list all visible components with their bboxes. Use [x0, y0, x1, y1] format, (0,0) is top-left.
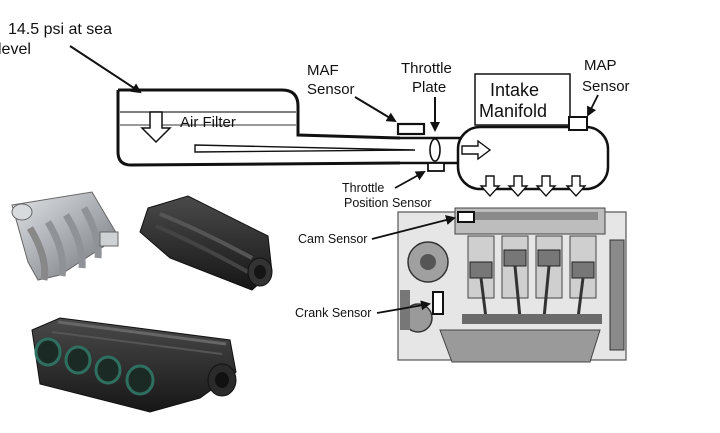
runner-arrow-3 — [535, 175, 557, 198]
air-box-outline — [116, 88, 401, 167]
cam-sensor-arrow — [371, 215, 456, 240]
throttle-plate-label-line2: Plate — [412, 79, 446, 96]
flywheel — [609, 239, 625, 351]
engine-cutaway — [397, 207, 627, 363]
black-composite-intake-manifold-photo — [139, 195, 273, 291]
piston-1 — [469, 261, 493, 279]
cam-sensor — [457, 211, 475, 223]
black-runner-intake-manifold-photo — [31, 317, 237, 413]
tps-label-line2: Position Sensor — [344, 196, 432, 210]
aluminum-intake-manifold-photo — [11, 191, 119, 281]
intake-manifold-label-line2: Manifold — [479, 101, 547, 121]
map-label-line2: Sensor — [582, 78, 630, 95]
piston-3 — [537, 249, 561, 267]
piston-2 — [503, 249, 527, 267]
runner-arrows — [479, 175, 587, 198]
intake-manifold-label-line1: Intake — [490, 80, 539, 100]
throttle-plate-label-line1: Throttle — [401, 60, 452, 77]
tps-arrow — [394, 171, 426, 189]
air-filter-label: Air Filter — [180, 114, 236, 131]
maf-label-line2: Sensor — [307, 81, 355, 98]
piston-4 — [571, 261, 595, 279]
crank-sensor-label: Crank Sensor — [295, 306, 371, 320]
crankshaft — [462, 314, 602, 324]
map-sensor — [568, 116, 588, 131]
crank-sensor-arrow — [376, 300, 431, 314]
air-filter-down-arrow — [140, 111, 172, 144]
oil-pan — [439, 329, 601, 363]
maf-arrow — [354, 96, 397, 123]
pressure-arrow — [69, 45, 142, 94]
plenum-flow-arrow — [461, 139, 492, 161]
map-arrow — [587, 94, 599, 117]
intake-manifold-label-box — [474, 73, 571, 126]
tps-label-line1: Throttle — [342, 181, 384, 195]
intake-manifold-plenum — [456, 125, 610, 191]
maf-sensor — [396, 122, 426, 136]
runner-arrow-1 — [479, 175, 501, 198]
maf-label-line1: MAF — [307, 62, 339, 79]
valve-cover-strip — [462, 212, 598, 220]
runner-arrow-4 — [565, 175, 587, 198]
map-label-line1: MAP — [584, 57, 617, 74]
cam-sensor-label: Cam Sensor — [298, 232, 367, 246]
throttle-plate — [429, 138, 441, 162]
pressure-label-line2: level — [0, 41, 31, 58]
pressure-label-line1: 14.5 psi at sea — [8, 21, 112, 38]
crank-sensor — [432, 291, 444, 315]
cylinder-head — [454, 207, 606, 235]
throttle-position-sensor — [427, 162, 445, 172]
runner-arrow-2 — [507, 175, 529, 198]
airflow-cone — [194, 144, 416, 153]
